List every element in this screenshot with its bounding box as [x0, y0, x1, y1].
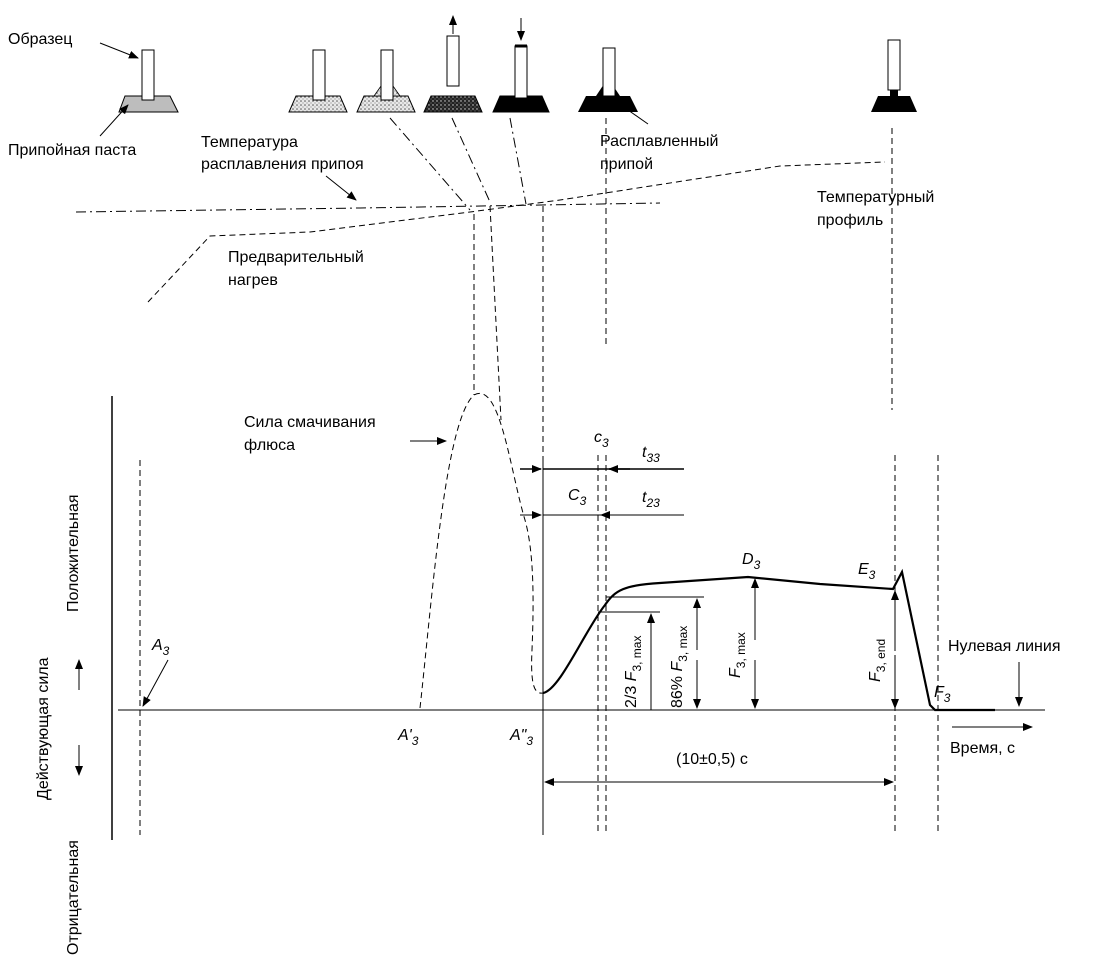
specimen-stage-3 [356, 49, 416, 113]
preheat-label-2: нагрев [228, 272, 278, 289]
point-f3: F3 [934, 684, 951, 705]
flux-wetting-label-2: флюса [244, 437, 295, 454]
specimen-stage-6 [578, 47, 649, 125]
two-thirds-fmax-label: 2/3 F3, max [623, 636, 644, 708]
x-axis-label: Время, с [950, 740, 1015, 757]
temp-profile-label-2: профиль [817, 212, 883, 229]
point-a3: A3 [151, 637, 170, 658]
melting-temp-label-2: расплавления припоя [201, 156, 364, 173]
specimen-stage-7 [871, 39, 917, 112]
specimen-stage-5 [492, 18, 550, 113]
point-a3-prime: A'3 [397, 727, 419, 748]
eighty-six-fmax-label: 86% F3, max [669, 626, 690, 708]
point-c3-small: c3 [594, 429, 609, 450]
melting-temp-line [75, 202, 661, 213]
flux-wetting-label-1: Сила смачивания [244, 414, 376, 431]
fmax-label: F3, max [727, 632, 748, 678]
zero-line-label: Нулевая линия [948, 638, 1060, 655]
preheat-label-1: Предварительный [228, 249, 364, 266]
temp-profile-label-1: Температурный [817, 189, 934, 206]
specimen-stage-1 [118, 49, 179, 113]
fend-label: F3, end [867, 639, 888, 682]
duration-label: (10±0,5) с [676, 751, 748, 768]
point-e3: E3 [858, 561, 876, 582]
molten-solder-label-1: Расплавленный [600, 133, 718, 150]
point-a3-double-prime: A"3 [509, 727, 533, 748]
time-t33: t33 [642, 444, 660, 465]
molten-solder-label-2: припой [600, 156, 653, 173]
time-t23: t23 [642, 489, 660, 510]
specimen-label: Образец [8, 31, 72, 48]
negative-label: Отрицательная [65, 840, 82, 955]
flux-wetting-curve [419, 392, 544, 709]
y-axis-label: Действующая сила [35, 657, 52, 800]
melting-temp-label-1: Температура [201, 134, 298, 151]
positive-label: Положительная [65, 494, 82, 612]
wetting-force-curve [542, 568, 995, 712]
point-c3: C3 [568, 487, 587, 508]
specimen-stage-2 [288, 49, 348, 113]
temp-profile-line [147, 161, 886, 303]
solder-paste-label: Припойная паста [8, 142, 136, 159]
specimen-stage-4 [423, 15, 483, 113]
point-d3: D3 [742, 551, 761, 572]
